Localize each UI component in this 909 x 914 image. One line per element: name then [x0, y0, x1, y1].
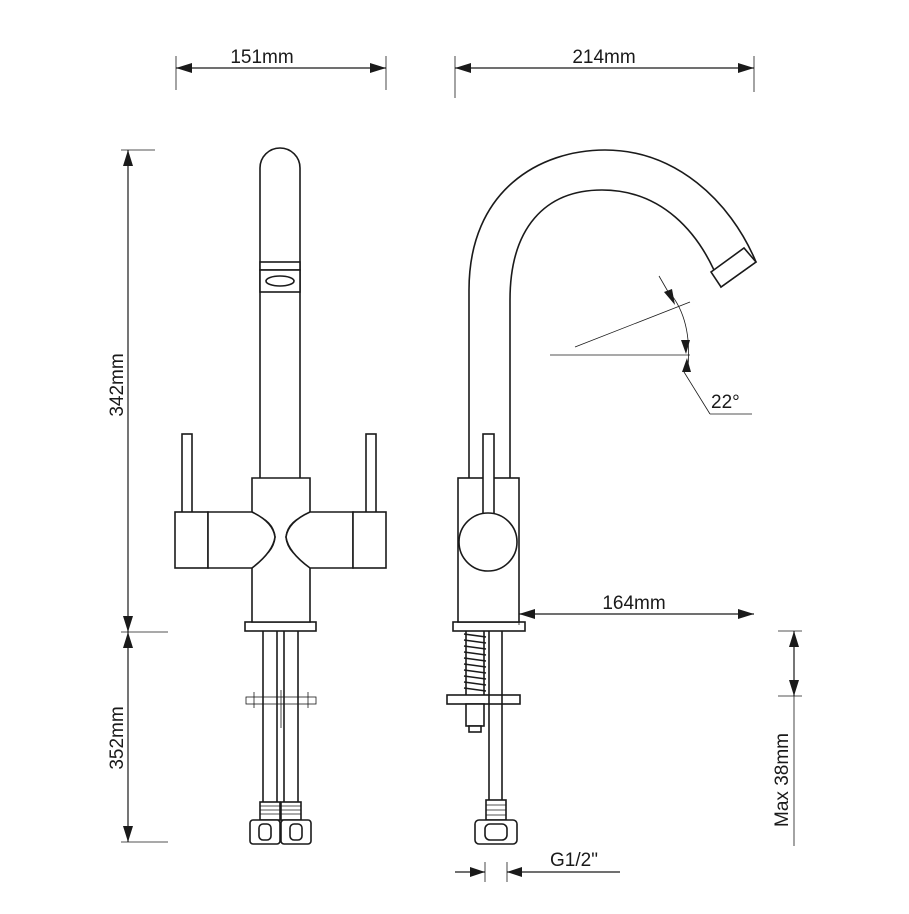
- deck-thickness-dimension: Max 38mm: [772, 630, 802, 846]
- height-dimension: 342mm: [107, 149, 168, 633]
- front-width-label: 151mm: [230, 47, 293, 68]
- spout-angle-label: 22°: [711, 392, 740, 413]
- side-view: [446, 149, 758, 845]
- spout-reach-label: 164mm: [602, 593, 665, 614]
- side-width-label: 214mm: [572, 47, 635, 68]
- hose-length-dimension: 352mm: [107, 632, 168, 843]
- hose-length-label: 352mm: [107, 706, 128, 769]
- deck-thickness-label: Max 38mm: [772, 733, 793, 827]
- threaded-rod-threads: [463, 633, 487, 692]
- thread-size-dimension: G1/2": [455, 850, 620, 882]
- side-width-dimension: 214mm: [454, 47, 755, 98]
- front-width-dimension: 151mm: [175, 47, 387, 90]
- spout-angle-dimension: 22°: [550, 275, 752, 415]
- spout-reach-dimension: 164mm: [518, 593, 754, 625]
- front-view: [174, 147, 387, 845]
- height-label: 342mm: [107, 353, 128, 416]
- thread-size-label: G1/2": [550, 850, 598, 871]
